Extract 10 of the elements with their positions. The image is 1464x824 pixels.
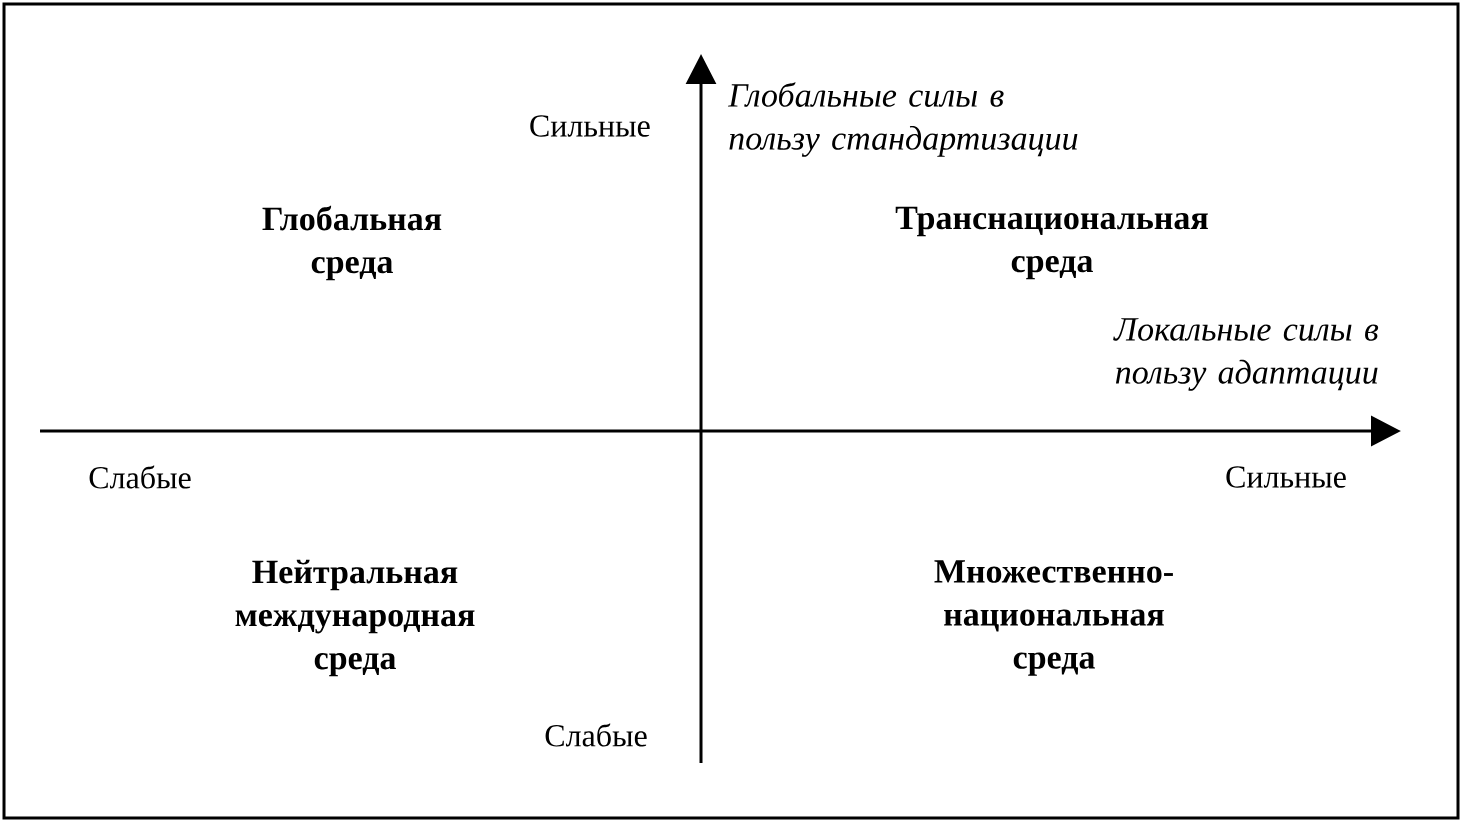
axis-title: Глобальные силы в пользу стандартизации — [727, 82, 1078, 157]
axis-title: Локальные силы в пользу адаптации — [1113, 318, 1379, 391]
axis-label: Слабые — [89, 465, 191, 489]
quadrant-label: Транснациональная среда — [895, 206, 1208, 280]
axis-label: Сильные — [1226, 466, 1346, 488]
axis-label: Сильные — [530, 115, 650, 137]
quadrant-label: Множественно-национальная среда — [934, 560, 1173, 676]
quadrant-label: Глобальная среда — [262, 205, 442, 281]
axis-label: Слабые — [545, 723, 647, 747]
quadrant-label: Нейтральная международная среда — [235, 559, 475, 677]
